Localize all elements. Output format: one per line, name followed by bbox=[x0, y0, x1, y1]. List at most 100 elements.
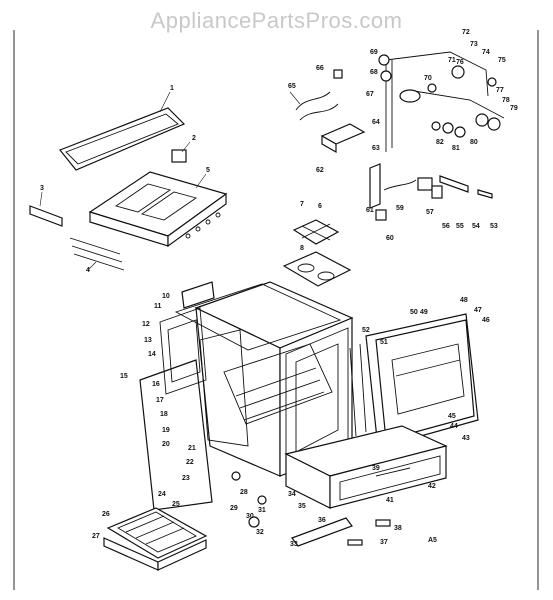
callout-46: 46 bbox=[482, 317, 490, 324]
side-insulation bbox=[159, 307, 207, 395]
callout-61: 61 bbox=[366, 207, 374, 214]
callout-31: 31 bbox=[258, 507, 266, 514]
callout-74: 74 bbox=[482, 49, 490, 56]
flue-panel bbox=[181, 281, 215, 309]
callout-labels: 1234567810111213141516171819202122232425… bbox=[40, 29, 518, 548]
callout-13: 13 bbox=[144, 337, 152, 344]
callout-69: 69 bbox=[370, 49, 378, 56]
callout-66: 66 bbox=[316, 65, 324, 72]
callout-42: 42 bbox=[428, 483, 436, 490]
callout-3: 3 bbox=[40, 185, 44, 192]
backguard-panel bbox=[59, 91, 186, 171]
watermark-text: AppliancePartsPros.com bbox=[150, 8, 403, 33]
callout-78: 78 bbox=[502, 97, 510, 104]
callout-50: 50 bbox=[410, 309, 418, 316]
callout-82: 82 bbox=[436, 139, 444, 146]
burner-valves bbox=[333, 54, 497, 103]
callout-67: 67 bbox=[366, 91, 374, 98]
callout-73: 73 bbox=[470, 41, 478, 48]
callout-33: 33 bbox=[290, 541, 298, 548]
callout-60: 60 bbox=[386, 235, 394, 242]
callout-57: 57 bbox=[426, 209, 434, 216]
range-cabinet-body bbox=[139, 281, 354, 511]
callout-28: 28 bbox=[240, 489, 248, 496]
callout-44: 44 bbox=[450, 423, 458, 430]
cooktop bbox=[88, 171, 228, 248]
callout-49: 49 bbox=[420, 309, 428, 316]
callout-6: 6 bbox=[318, 203, 322, 210]
callout-80: 80 bbox=[470, 139, 478, 146]
callout-64: 64 bbox=[372, 119, 380, 126]
storage-drawer bbox=[284, 425, 448, 509]
diagram-code-label: A5 bbox=[428, 537, 437, 544]
oven-control-parts bbox=[369, 163, 493, 221]
callout-34: 34 bbox=[288, 491, 296, 498]
trim-strips bbox=[69, 237, 125, 271]
callout-47: 47 bbox=[474, 307, 482, 314]
callout-51: 51 bbox=[380, 339, 388, 346]
callout-55: 55 bbox=[456, 223, 464, 230]
callout-25: 25 bbox=[172, 501, 180, 508]
callout-15: 15 bbox=[120, 373, 128, 380]
callout-38: 38 bbox=[394, 525, 402, 532]
callout-12: 12 bbox=[142, 321, 150, 328]
callout-72: 72 bbox=[462, 29, 470, 36]
callout-18: 18 bbox=[160, 411, 168, 418]
callout-59: 59 bbox=[396, 205, 404, 212]
callout-29: 29 bbox=[230, 505, 238, 512]
callout-54: 54 bbox=[472, 223, 480, 230]
callout-14: 14 bbox=[148, 351, 156, 358]
burner-spreader bbox=[289, 91, 339, 121]
small-fittings bbox=[231, 471, 391, 546]
cooktop-trim bbox=[29, 191, 63, 227]
gas-manifold-tubes bbox=[385, 51, 505, 152]
callout-62: 62 bbox=[316, 167, 324, 174]
callout-63: 63 bbox=[372, 145, 380, 152]
callout-8: 8 bbox=[300, 245, 304, 252]
callout-39: 39 bbox=[372, 465, 380, 472]
callout-26: 26 bbox=[102, 511, 110, 518]
callout-71: 71 bbox=[448, 57, 456, 64]
callout-52: 52 bbox=[362, 327, 370, 334]
backguard-bracket bbox=[171, 141, 191, 163]
control-knobs bbox=[431, 113, 501, 138]
callout-48: 48 bbox=[460, 297, 468, 304]
callout-22: 22 bbox=[186, 459, 194, 466]
callout-56: 56 bbox=[442, 223, 450, 230]
callout-10: 10 bbox=[162, 293, 170, 300]
callout-11: 11 bbox=[154, 303, 162, 310]
callout-4: 4 bbox=[86, 267, 90, 274]
callout-23: 23 bbox=[182, 475, 190, 482]
callout-81: 81 bbox=[452, 145, 460, 152]
burner-bowl-plate bbox=[282, 219, 352, 287]
callout-41: 41 bbox=[386, 497, 394, 504]
callout-21: 21 bbox=[188, 445, 196, 452]
kick-panel bbox=[291, 517, 353, 547]
callout-45: 45 bbox=[448, 413, 456, 420]
burner-support-bracket bbox=[320, 123, 366, 154]
callout-68: 68 bbox=[370, 69, 378, 76]
callout-36: 36 bbox=[318, 517, 326, 524]
callout-16: 16 bbox=[152, 381, 160, 388]
callout-53: 53 bbox=[490, 223, 498, 230]
callout-27: 27 bbox=[92, 533, 100, 540]
callout-17: 17 bbox=[156, 397, 164, 404]
callout-43: 43 bbox=[462, 435, 470, 442]
callout-5: 5 bbox=[206, 167, 210, 174]
callout-30: 30 bbox=[246, 513, 254, 520]
callout-75: 75 bbox=[498, 57, 506, 64]
callout-35: 35 bbox=[298, 503, 306, 510]
callout-20: 20 bbox=[162, 441, 170, 448]
callout-77: 77 bbox=[496, 87, 504, 94]
callout-37: 37 bbox=[380, 539, 388, 546]
callout-1: 1 bbox=[170, 85, 174, 92]
oven-door bbox=[349, 313, 479, 449]
callout-79: 79 bbox=[510, 105, 518, 112]
callout-2: 2 bbox=[192, 135, 196, 142]
callout-65: 65 bbox=[288, 83, 296, 90]
broiler-pan bbox=[103, 507, 208, 571]
callout-70: 70 bbox=[424, 75, 432, 82]
callout-24: 24 bbox=[158, 491, 166, 498]
callout-19: 19 bbox=[162, 427, 170, 434]
